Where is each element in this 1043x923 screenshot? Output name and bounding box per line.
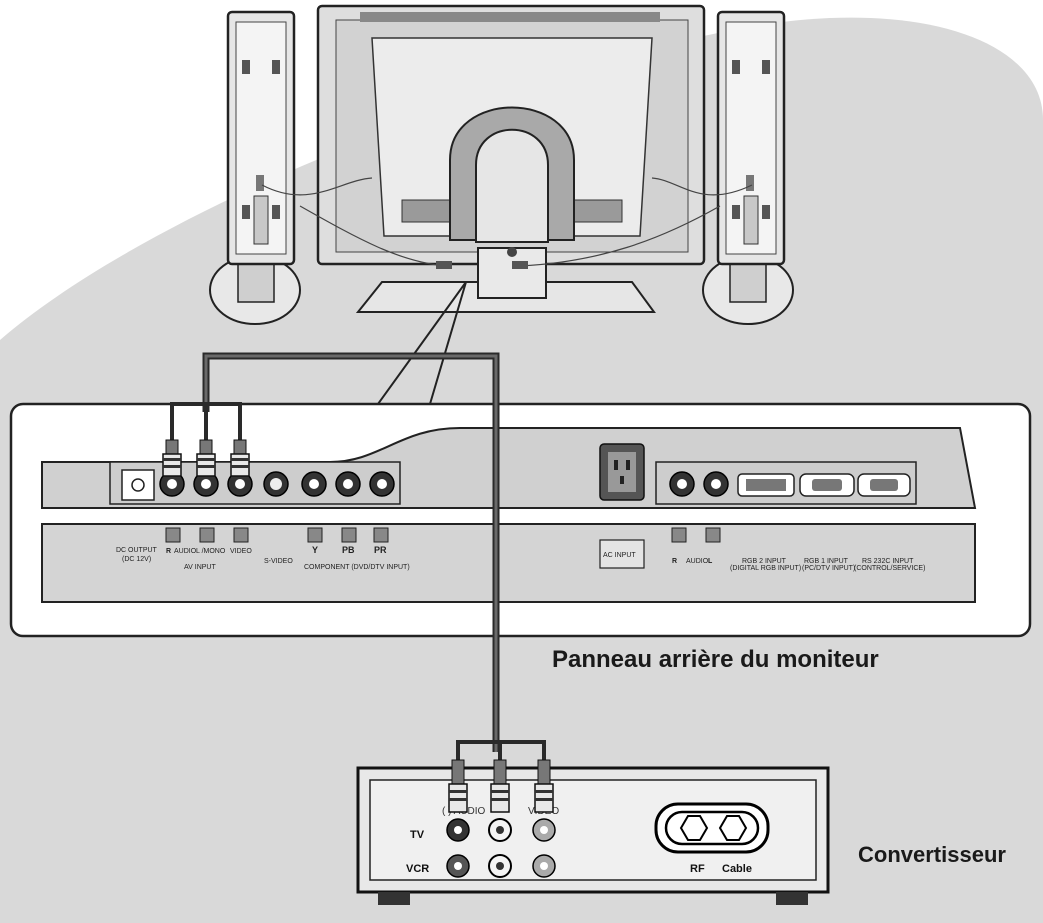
label-pr: PR (374, 545, 387, 555)
av-input-jacks (159, 471, 253, 497)
converter-caption: Convertisseur (858, 842, 1006, 867)
label-rgb1: RGB 1 INPUT (804, 558, 849, 565)
label-rs232-sub: (CONTROL/SERVICE) (854, 565, 925, 572)
label-y: Y (312, 545, 318, 555)
left-speaker (209, 10, 301, 325)
label-rgb2-sub: (DIGITAL RGB INPUT) (730, 565, 801, 572)
label-tv: TV (410, 829, 425, 841)
label-video: VIDEO (230, 548, 252, 555)
rear-panel-caption: Panneau arrière du moniteur (552, 646, 879, 673)
converter-box: TV VCR RF Cable ( ) AUDIO VIDEO (356, 766, 830, 905)
monitor-illustration (209, 4, 794, 325)
label-component: COMPONENT (DVD/DTV INPUT) (304, 564, 410, 571)
label-audio-r2: R (672, 558, 677, 565)
label-vcr: VCR (406, 863, 429, 875)
label-rgb1-sub: (PC/DTV INPUT) (802, 565, 855, 572)
label-l2: L (708, 558, 713, 565)
label-rs232: RS 232C INPUT (862, 558, 914, 565)
label-l-mono: L /MONO (196, 548, 226, 555)
label-av-input: AV INPUT (184, 564, 216, 571)
label-cable: Cable (722, 863, 752, 875)
label-ac-input: AC INPUT (603, 552, 636, 559)
panel-rca-plugs (162, 439, 250, 477)
label-audio: AUDIO (174, 548, 197, 555)
label-rgb2: RGB 2 INPUT (742, 558, 787, 565)
component-jacks (301, 471, 395, 497)
label-dc-output: DC OUTPUT (116, 547, 158, 554)
converter-rca-plugs (448, 759, 554, 813)
label-audio2: AUDIO (686, 558, 709, 565)
label-s-video: S-VIDEO (264, 558, 293, 565)
right-speaker (702, 10, 794, 325)
label-rf: RF (690, 863, 705, 875)
label-audio-r: R (166, 548, 171, 555)
rear-panel-callout: DC OUTPUT (DC 12V) R AUDIO L /MONO VIDEO… (9, 402, 1032, 638)
label-dc-output-sub: (DC 12V) (122, 556, 151, 563)
label-pb: PB (342, 545, 355, 555)
zoom-callout (377, 281, 467, 405)
